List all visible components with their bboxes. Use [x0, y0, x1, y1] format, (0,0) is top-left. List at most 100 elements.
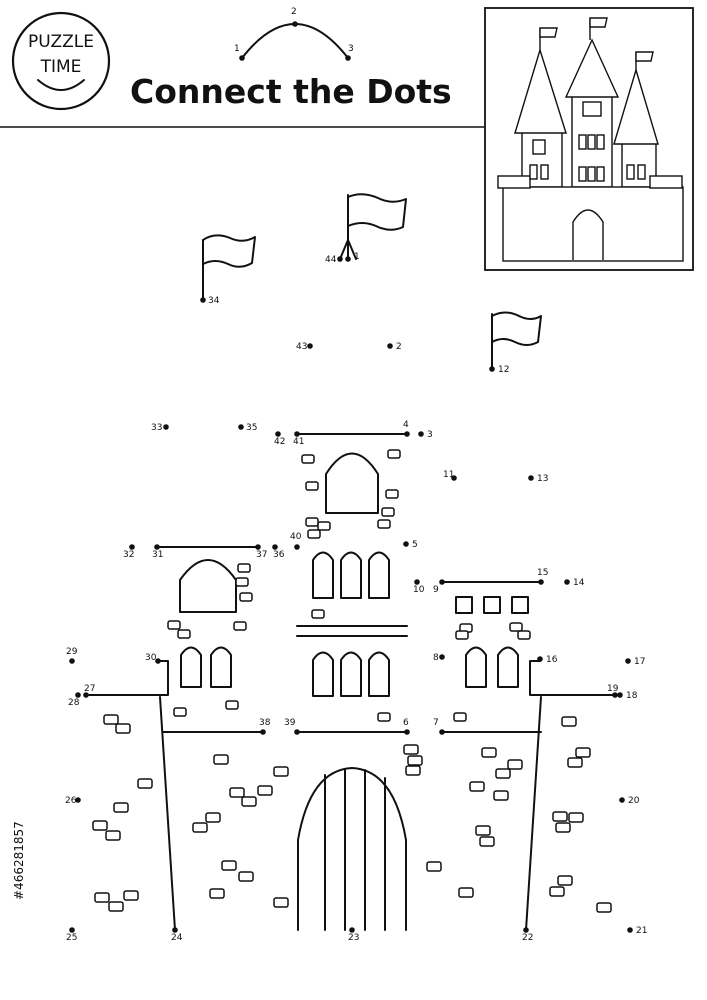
- dot-label-39: 39: [284, 718, 296, 728]
- dot-label-8: 8: [433, 653, 439, 663]
- dot-label-43: 43: [296, 342, 307, 352]
- dot-37: [255, 544, 261, 550]
- dot-6: [404, 729, 410, 735]
- dot-label-22: 22: [522, 933, 533, 943]
- dot-4: [404, 431, 410, 437]
- dot-41: [294, 431, 300, 437]
- dot-33: [163, 424, 169, 430]
- dot-label-40: 40: [290, 532, 302, 542]
- dot-label-5: 5: [412, 540, 418, 550]
- dot-label-13: 13: [537, 474, 548, 484]
- dot-28: [75, 692, 81, 698]
- dot-13: [528, 475, 534, 481]
- dot-27: [83, 692, 89, 698]
- dot-1: [345, 256, 351, 262]
- dot-label-27: 27: [84, 684, 95, 694]
- dot-39: [294, 729, 300, 735]
- dot-36: [272, 544, 278, 550]
- dot-16: [537, 656, 543, 662]
- dot-label-41: 41: [293, 437, 304, 447]
- dot-14: [564, 579, 570, 585]
- dot-8: [439, 654, 445, 660]
- dot-42: [275, 431, 281, 437]
- page-title: Connect the Dots: [130, 72, 452, 111]
- dot-7: [439, 729, 445, 735]
- dot-label-14: 14: [573, 578, 585, 588]
- dot-43: [307, 343, 313, 349]
- dot-label-17: 17: [634, 657, 645, 667]
- dot-label-25: 25: [66, 933, 77, 943]
- puzzle-time-logo: PUZZLE TIME: [11, 11, 111, 111]
- logo-line-1: PUZZLE: [28, 32, 94, 52]
- dot-31: [154, 544, 160, 550]
- dot-3: [418, 431, 424, 437]
- dot-20: [619, 797, 625, 803]
- dot-label-2: 2: [396, 342, 402, 352]
- dot-label-23: 23: [348, 933, 359, 943]
- dot-label-9: 9: [433, 585, 439, 595]
- dot-34: [200, 297, 206, 303]
- dot-label-29: 29: [66, 647, 78, 657]
- dot-label-31: 31: [152, 550, 163, 560]
- dot-18: [617, 692, 623, 698]
- dot-40: [294, 544, 300, 550]
- dot-label-36: 36: [273, 550, 285, 560]
- example-number-2: 2: [291, 7, 297, 17]
- castle-outline: [85, 193, 616, 931]
- dot-label-35: 35: [246, 423, 257, 433]
- dot-19: [612, 692, 618, 698]
- dot-2: [387, 343, 393, 349]
- dot-label-10: 10: [413, 585, 425, 595]
- dot-label-44: 44: [325, 255, 337, 265]
- dot-label-42: 42: [274, 437, 285, 447]
- dot-label-19: 19: [607, 684, 619, 694]
- dot-30: [155, 658, 161, 664]
- example-number-3: 3: [348, 44, 354, 54]
- dot-32: [129, 544, 135, 550]
- dot-44: [337, 256, 343, 262]
- dot-label-3: 3: [427, 430, 433, 440]
- dot-label-12: 12: [498, 365, 509, 375]
- dot-29: [69, 658, 75, 664]
- dot-12: [489, 366, 495, 372]
- dot-9: [439, 579, 445, 585]
- dot-17: [625, 658, 631, 664]
- dot-label-37: 37: [256, 550, 267, 560]
- preview-castle: [484, 7, 694, 271]
- dot-example: 1 2 3: [234, 7, 354, 61]
- logo-line-2: TIME: [40, 57, 82, 77]
- dot-5: [403, 541, 409, 547]
- example-number-1: 1: [234, 44, 240, 54]
- dot-35: [238, 424, 244, 430]
- dot-label-28: 28: [68, 698, 80, 708]
- dot-label-6: 6: [403, 718, 409, 728]
- dot-label-15: 15: [537, 568, 548, 578]
- dot-label-33: 33: [151, 423, 162, 433]
- dot-label-4: 4: [403, 420, 409, 430]
- dot-11: [451, 475, 457, 481]
- dot-label-26: 26: [65, 796, 77, 806]
- dot-label-21: 21: [636, 926, 647, 936]
- dot-38: [260, 729, 266, 735]
- dot-25: [69, 927, 75, 933]
- stock-id: #466281857: [12, 821, 26, 900]
- smile-icon: [37, 79, 85, 91]
- dot-label-24: 24: [171, 933, 183, 943]
- dot-15: [538, 579, 544, 585]
- dot-label-38: 38: [259, 718, 271, 728]
- dot-label-20: 20: [628, 796, 640, 806]
- dot-label-7: 7: [433, 718, 439, 728]
- dot-label-34: 34: [208, 296, 220, 306]
- dot-label-32: 32: [123, 550, 134, 560]
- dot-label-30: 30: [145, 653, 157, 663]
- dot-21: [627, 927, 633, 933]
- dot-label-18: 18: [626, 691, 638, 701]
- dot-24: [172, 927, 178, 933]
- dot-10: [414, 579, 420, 585]
- dot-label-11: 11: [443, 470, 454, 480]
- dot-23: [349, 927, 355, 933]
- dot-22: [523, 927, 529, 933]
- dot-label-1: 1: [354, 252, 360, 262]
